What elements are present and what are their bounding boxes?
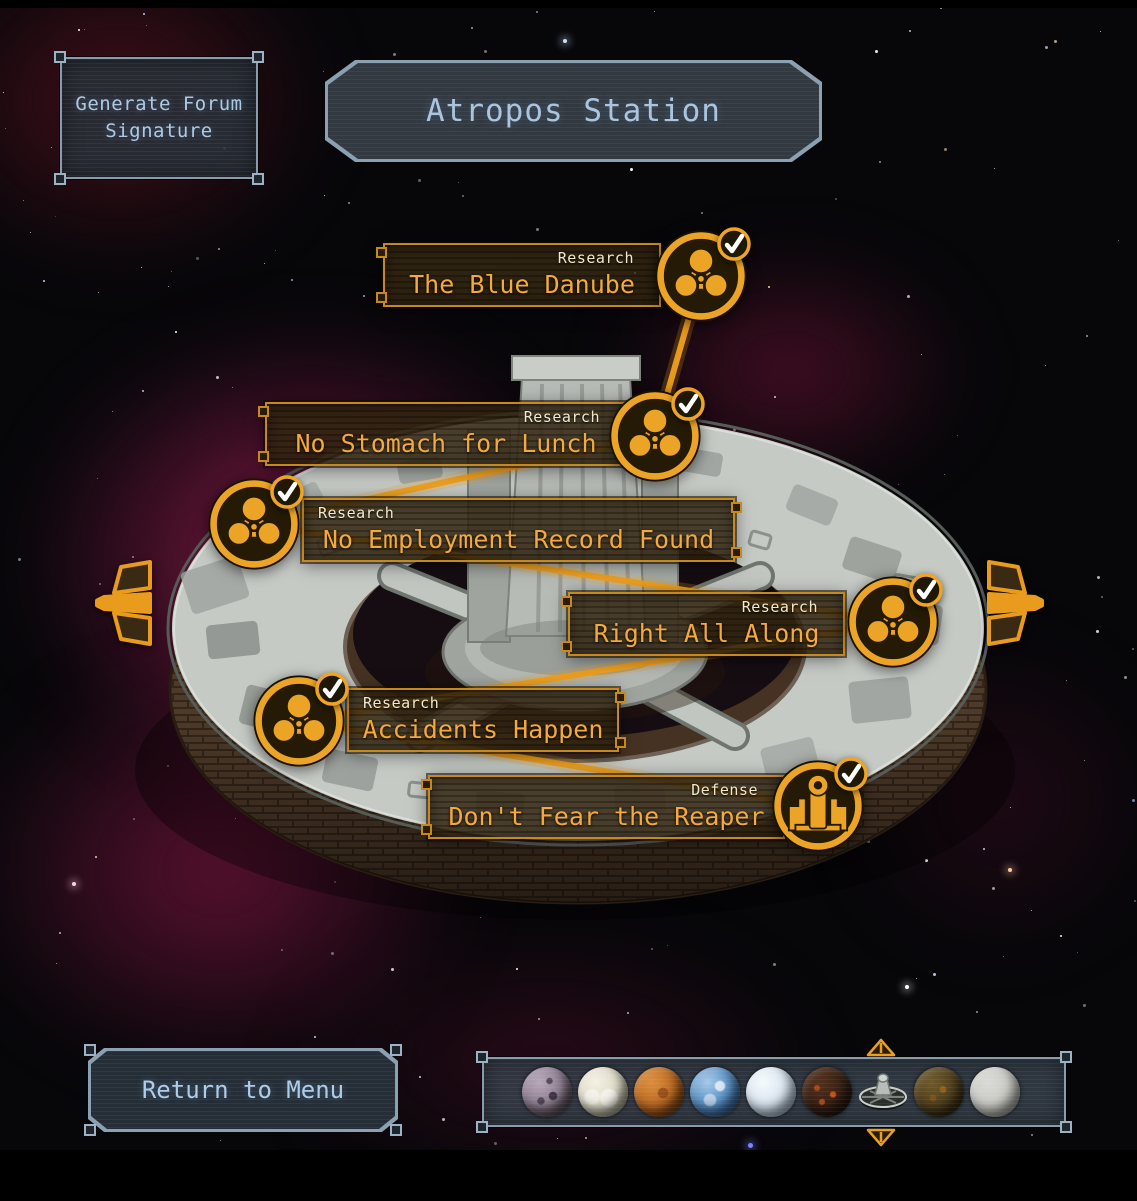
mission-category-label: Research (523, 408, 600, 426)
page-title: Atropos Station (426, 93, 721, 129)
completed-check-icon (716, 226, 752, 266)
selector-item-rust-planet[interactable] (634, 1067, 684, 1117)
prev-station-arrow left-arrow-icon[interactable] (92, 558, 154, 650)
selector-item-gray-moon[interactable] (970, 1067, 1020, 1117)
selector-item-blue-ocean-planet[interactable] (690, 1067, 740, 1117)
system-selector-bar (476, 1051, 1072, 1133)
plate-tab (561, 596, 572, 607)
corner-bracket (390, 1044, 402, 1056)
return-to-menu-button[interactable]: Return to Menu (88, 1048, 398, 1132)
mission-title: Don't Fear the Reaper (448, 802, 765, 831)
selector-item-lava-planet[interactable] (802, 1067, 852, 1117)
mission-title: The Blue Danube (409, 270, 635, 299)
plate-tab (615, 692, 626, 703)
mission-category-label: Research (318, 504, 395, 522)
plate-tab (421, 779, 432, 790)
corner-bracket (84, 1124, 96, 1136)
generate-forum-signature-button[interactable]: Generate Forum Signature (54, 51, 264, 185)
mission-plate: Research No Stomach for Lunch (258, 402, 627, 466)
next-station-arrow right-arrow-icon[interactable] (985, 558, 1047, 650)
corner-bracket (476, 1121, 488, 1133)
mission-node-no-employment-record-found[interactable]: Research No Employment Record Found (208, 475, 742, 570)
selector-item-wheel-station[interactable] (858, 1067, 908, 1117)
plate-tab (376, 292, 387, 303)
corner-bracket (84, 1044, 96, 1056)
completed-check-icon (314, 671, 350, 711)
mission-node-no-stomach-for-lunch[interactable]: Research No Stomach for Lunch (258, 387, 705, 482)
corner-bracket (476, 1051, 488, 1063)
completed-check-icon (833, 756, 869, 796)
corner-bracket (390, 1124, 402, 1136)
corner-bracket (1060, 1051, 1072, 1063)
mission-category-label: Research (557, 249, 634, 267)
plate-tab (376, 247, 387, 258)
top-letterbox (0, 0, 1137, 8)
mission-title: Right All Along (593, 619, 820, 648)
selector-item-cratered-moon[interactable] (522, 1067, 572, 1117)
selector-item-ice-planet[interactable] (746, 1067, 796, 1117)
corner-bracket (252, 173, 264, 185)
selector-item-pale-clouded-planet[interactable] (578, 1067, 628, 1117)
completed-check-icon (269, 474, 305, 514)
mission-title: No Stomach for Lunch (295, 429, 597, 458)
mission-plate: Research No Employment Record Found (302, 498, 742, 562)
selected-item-marker-bottom (865, 1127, 897, 1152)
mission-category-label: Research (363, 694, 440, 712)
selected-item-marker-top (865, 1037, 897, 1062)
corner-bracket (54, 51, 66, 63)
completed-check-icon (670, 386, 706, 426)
mission-category-label: Defense (691, 781, 758, 799)
plate-tab (731, 502, 742, 513)
corner-bracket (54, 173, 66, 185)
selector-item-dark-mottled-planet[interactable] (914, 1067, 964, 1117)
bottom-letterbox (0, 1150, 1137, 1201)
return-button-label: Return to Menu (141, 1076, 345, 1104)
mission-title: No Employment Record Found (322, 525, 715, 554)
mission-title: Accidents Happen (362, 715, 604, 744)
mission-category-label: Research (741, 598, 818, 616)
completed-check-icon (908, 572, 944, 612)
corner-bracket (252, 51, 264, 63)
corner-bracket (1060, 1121, 1072, 1133)
plate-tab (258, 406, 269, 417)
signature-button-label-line1: Generate Forum (75, 93, 243, 116)
signature-button-label-line2: Signature (105, 120, 213, 142)
station-title-panel: Atropos Station (325, 60, 822, 162)
